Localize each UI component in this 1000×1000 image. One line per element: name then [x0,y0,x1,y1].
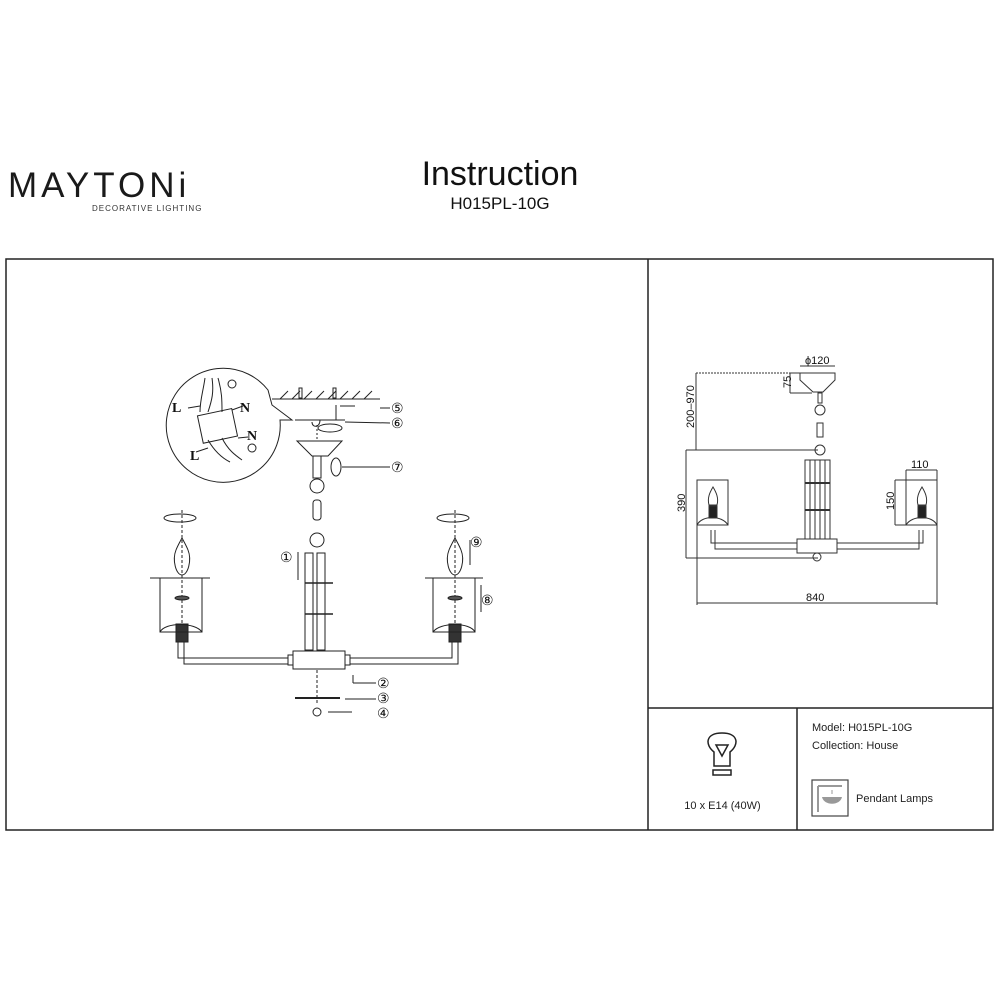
ceiling [272,387,380,400]
pendant-lamp-icon [811,779,849,817]
assembly-labels: L N N L ① ② ③ ④ ⑤ ⑥ ⑦ ⑧ ⑨ [172,401,494,722]
model-info: Model: H015PL-10G [812,722,913,734]
shade-width-label: 110 [911,459,929,471]
wire-label-l: L [172,401,181,416]
total-width-label: 840 [806,592,824,604]
wiring-detail-bubble [165,367,294,483]
chain-length-label: 200–970 [685,385,697,428]
model-code: H015PL-10G [450,194,550,213]
wire-label-l2: L [190,449,199,464]
wire-label-n: N [240,401,250,416]
canopy-height-label: 75 [782,376,794,388]
frame [5,258,994,831]
right-arm-shade [425,510,483,643]
step-8: ⑧ [481,594,494,609]
canopy-diameter-label: ϕ120 [805,355,830,367]
wire-label-n2: N [247,429,257,444]
step-4: ④ [377,707,390,722]
step-3: ③ [377,692,390,707]
bulb-spec: 10 x E14 (40W) [684,800,761,812]
collection-info: Collection: House [812,740,899,752]
step-5: ⑤ [391,402,404,417]
bulb-icon [707,732,737,776]
lamp-type: Pendant Lamps [856,793,934,805]
step-2: ② [377,677,390,692]
dimension-labels: ϕ120 75 200–970 390 110 150 840 [676,355,929,604]
dimension-drawing [685,365,938,605]
brand-logo: MAYTONi [8,166,191,205]
step-6: ⑥ [391,417,404,432]
step-7: ⑦ [391,461,404,476]
left-arm-shade [150,510,210,643]
step-9: ⑨ [470,536,483,551]
page-title: Instruction [421,155,579,193]
body-height-label: 390 [676,494,688,512]
shade-height-label: 150 [885,492,897,510]
brand-tagline: DECORATIVE LIGHTING [92,204,203,213]
assembly-diagram [150,367,483,717]
step-1: ① [280,551,293,566]
